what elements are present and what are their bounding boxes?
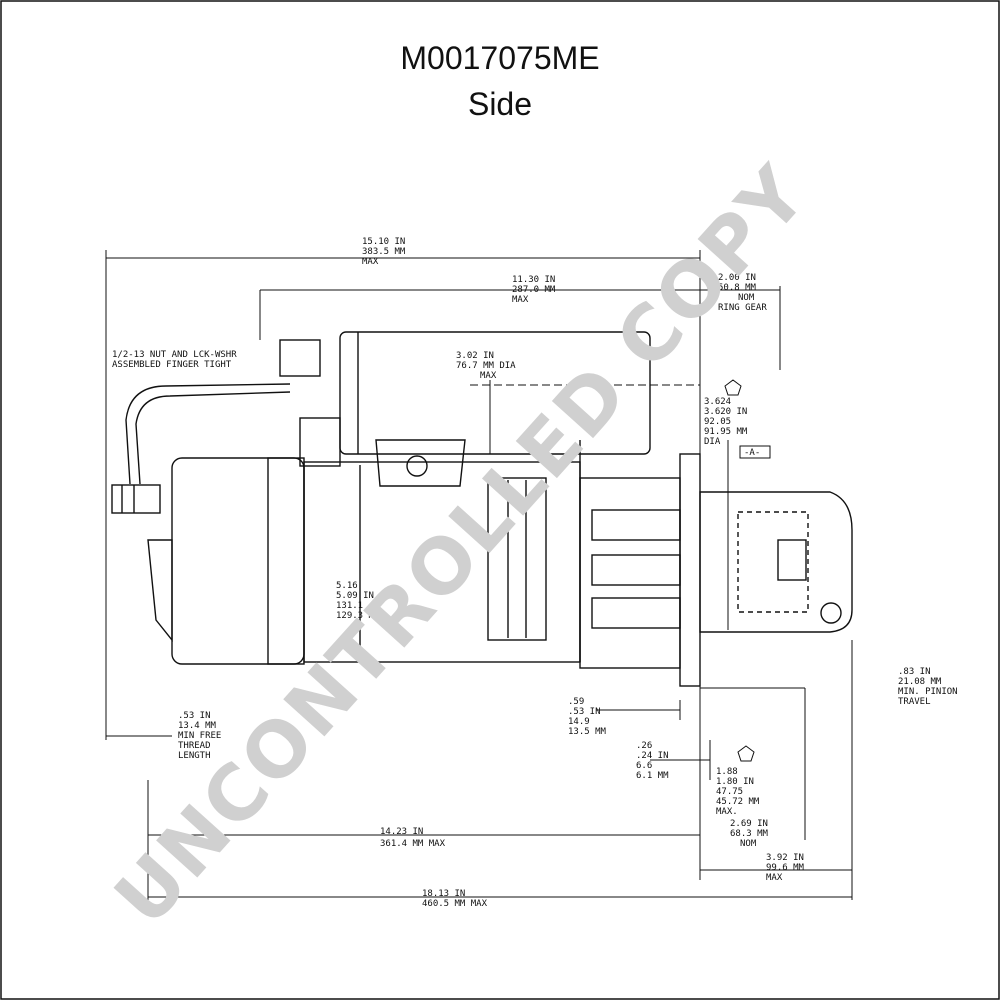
dim-solenoid-dia-mm: 76.7 MM DIA <box>456 361 516 371</box>
dimension-lines <box>105 250 853 900</box>
dim-thread-2: 13.4 MM <box>178 721 217 731</box>
dim-thread-4: THREAD <box>178 741 211 751</box>
dim-mount-len-1: 14.23 IN <box>380 827 423 837</box>
dim-pinion-pos-4: 45.72 MM <box>716 797 760 807</box>
starter-outline <box>111 331 853 687</box>
dim-overall-top-in: 15.10 IN <box>362 237 405 247</box>
drawing-title: M0017075ME <box>400 40 600 76</box>
dim-flange-3: 14.9 <box>568 717 590 727</box>
dim-nose-2: 68.3 MM <box>730 829 769 839</box>
dim-body-dia-3: 131.1 <box>336 601 363 611</box>
dim-flange-1: .59 <box>568 697 584 707</box>
dim-body-dia-1: 5.16 <box>336 581 358 591</box>
note-nut-1: 1/2-13 NUT AND LCK-WSHR <box>112 350 237 360</box>
dim-body-dia-2: 5.09 IN <box>336 591 374 601</box>
dim-mount-len-2: 361.4 MM MAX <box>380 839 446 849</box>
nose-hole <box>820 602 842 624</box>
dim-nose-max-2: 99.6 MM <box>766 863 805 873</box>
uncontrolled-copy-watermark: UNCONTROLLED COPY <box>97 148 824 942</box>
dim-pinion-travel-2: 21.08 MM <box>898 677 942 687</box>
bracket <box>147 539 173 642</box>
dim-solenoid-dia-max: MAX <box>480 371 497 381</box>
dim-solenoid-len-max: MAX <box>512 295 529 305</box>
dim-pinion-travel-3: MIN. PINION <box>898 687 958 697</box>
mount-flange <box>679 453 701 687</box>
dim-nose-1: 2.69 IN <box>730 819 768 829</box>
dim-gap-3: 6.6 <box>636 761 652 771</box>
dim-ring-gear-label: RING GEAR <box>718 303 767 313</box>
dim-solenoid-len-mm: 287.0 MM <box>512 285 556 295</box>
dim-pilot-dia-1: 3.624 <box>704 397 731 407</box>
critical-symbol-2 <box>737 745 755 762</box>
dim-ring-gear-nom: NOM <box>738 293 755 303</box>
solenoid-body <box>339 331 651 455</box>
solenoid-terminal <box>279 339 321 377</box>
dim-pinion-travel-4: TRAVEL <box>898 697 931 707</box>
dim-overall-bottom-2: 460.5 MM MAX <box>422 899 488 909</box>
cable <box>125 383 291 485</box>
dim-thread-3: MIN FREE <box>178 731 221 741</box>
datum-box <box>739 445 771 459</box>
strap-bolt <box>406 455 428 477</box>
dim-body-dia-4: 129.3 MM <box>336 611 380 621</box>
dim-gap-2: .24 IN <box>636 751 669 761</box>
dim-overall-bottom-1: 18.13 IN <box>422 889 465 899</box>
note-nut-2: ASSEMBLED FINGER TIGHT <box>112 360 232 370</box>
dim-gap-1: .26 <box>636 741 652 751</box>
dim-pilot-dia-4: 91.95 MM <box>704 427 748 437</box>
dim-pinion-travel-1: .83 IN <box>898 667 931 677</box>
dim-solenoid-dia-in: 3.02 IN <box>456 351 494 361</box>
pinion <box>777 539 807 581</box>
name-plate <box>487 477 547 641</box>
dim-pilot-dia-5: DIA <box>704 437 721 447</box>
nose-housing <box>699 491 853 633</box>
mount-strap <box>375 439 466 487</box>
dim-gap-4: 6.1 MM <box>636 771 669 781</box>
dim-flange-4: 13.5 MM <box>568 727 607 737</box>
dim-overall-top-mm: 383.5 MM <box>362 247 406 257</box>
dim-pilot-dia-2: 3.620 IN <box>704 407 747 417</box>
dim-pinion-pos-5: MAX. <box>716 807 738 817</box>
solenoid-stud <box>299 417 341 467</box>
dim-solenoid-len-in: 11.30 IN <box>512 275 555 285</box>
end-cap <box>171 457 305 665</box>
drive-housing <box>579 477 681 669</box>
dim-nose-max-1: 3.92 IN <box>766 853 804 863</box>
dim-pinion-pos-1: 1.88 <box>716 767 738 777</box>
dim-nose-max-3: MAX <box>766 873 783 883</box>
pinion-envelope <box>737 511 809 613</box>
dim-thread-1: .53 IN <box>178 711 211 721</box>
dim-pilot-dia-3: 92.05 <box>704 417 731 427</box>
drawing-subtitle: Side <box>467 86 533 122</box>
dim-flange-2: .53 IN <box>568 707 601 717</box>
dim-ring-gear-mm: 50.8 MM <box>718 283 757 293</box>
dim-nose-3: NOM <box>740 839 757 849</box>
dim-pinion-pos-3: 47.75 <box>716 787 743 797</box>
critical-symbol <box>724 379 742 396</box>
dim-pinion-pos-2: 1.80 IN <box>716 777 754 787</box>
datum-label: -A- <box>744 448 760 458</box>
dim-thread-5: LENGTH <box>178 751 211 761</box>
dim-ring-gear-in: 2.00 IN <box>718 273 756 283</box>
dim-overall-top-max: MAX <box>362 257 379 267</box>
terminal-stud <box>111 484 161 514</box>
